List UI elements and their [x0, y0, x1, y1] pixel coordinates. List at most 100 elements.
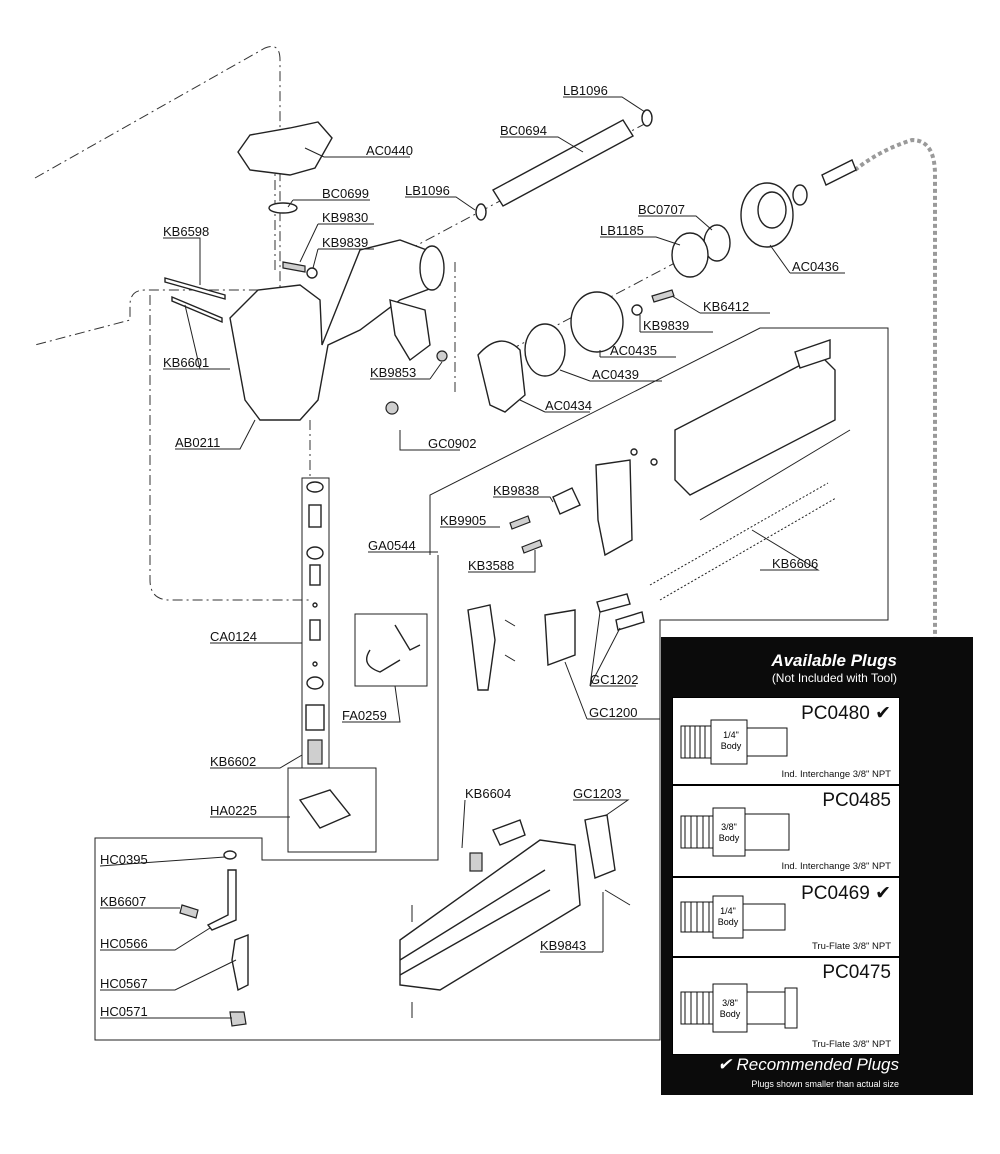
- label-kb9839-b: KB9839: [643, 318, 689, 333]
- kb9843-pin: [604, 889, 631, 906]
- lb1185-oring: [671, 232, 709, 278]
- kb6601-pin: [171, 295, 223, 324]
- ha0225-part: [298, 789, 352, 829]
- outline-dash: [34, 46, 281, 346]
- plug-card-pc0485: 3/8" Body PC0485 Ind. Interchange 3/8" N…: [672, 785, 900, 877]
- latch-pin-2: [504, 654, 516, 662]
- lb1096-oring-a: [641, 109, 653, 127]
- plug-pc0480-body-1: 1/4": [723, 730, 739, 740]
- ha0225-box: [287, 767, 377, 853]
- air-fitting: [821, 159, 857, 186]
- plug-card-pc0475: 3/8" Body PC0475 Tru-Flate 3/8" NPT: [672, 957, 900, 1055]
- plug-pc0485-body-2: Body: [719, 833, 740, 843]
- cap-oring: [792, 184, 808, 206]
- plug-description: Ind. Interchange 3/8" NPT: [781, 769, 891, 780]
- plug-description: Tru-Flate 3/8" NPT: [811, 941, 891, 952]
- label-ac0435: AC0435: [610, 343, 657, 358]
- kb9838-guide: [552, 487, 581, 515]
- washer-small-2: [650, 458, 658, 466]
- label-ab0211: AB0211: [175, 435, 220, 450]
- label-lb1185: LB1185: [600, 223, 644, 238]
- ac0439-gasket: [524, 323, 566, 377]
- ca0124-column: [305, 481, 325, 765]
- ac0435-plate: [570, 291, 624, 353]
- label-ac0440: AC0440: [366, 143, 413, 158]
- gc0902-nut: [385, 401, 399, 415]
- plugs-title: Available Plugs: [771, 651, 897, 670]
- ac0434-exhaust: [477, 340, 526, 413]
- ga0544-rail-top: [794, 339, 831, 369]
- label-kb6606: KB6606: [772, 556, 818, 571]
- plug-pc0480-drawing: 1/4" Body: [680, 719, 788, 765]
- label-ga0544: GA0544: [368, 538, 416, 553]
- kb6607-screw: [179, 904, 199, 919]
- label-gc0902: GC0902: [428, 436, 476, 451]
- label-kb9843: KB9843: [540, 938, 586, 953]
- plug-pc0475-drawing: 3/8" Body: [680, 983, 798, 1033]
- label-kb6598: KB6598: [163, 224, 209, 239]
- plug-pc0485-drawing: 3/8" Body: [680, 807, 790, 857]
- bc0694-tube: [492, 119, 634, 207]
- ga0544-box: [94, 327, 889, 1041]
- bc0699-washer: [268, 202, 298, 214]
- label-hc0567: HC0567: [100, 976, 148, 991]
- label-kb6412: KB6412: [703, 299, 749, 314]
- plugs-subtitle: (Not Included with Tool): [771, 671, 897, 685]
- label-kb3588: KB3588: [468, 558, 514, 573]
- ac0436-cap-inner: [757, 191, 787, 229]
- recommended-check-icon: ✔: [875, 883, 891, 904]
- label-kb9838: KB9838: [493, 483, 539, 498]
- lower-magazine: [399, 839, 581, 991]
- plug-pc0480-body-2: Body: [721, 741, 742, 751]
- gc1202-pin-2: [615, 611, 645, 631]
- latch: [467, 604, 496, 691]
- latch-pin-1: [504, 619, 516, 627]
- label-ac0434: AC0434: [545, 398, 592, 413]
- ga0544-rail: [674, 354, 836, 496]
- plug-card-pc0480: 1/4" Body PC0480 ✔ Ind. Interchange 3/8"…: [672, 697, 900, 785]
- label-gc1200: GC1200: [589, 705, 637, 720]
- label-lb1096-a: LB1096: [563, 83, 608, 98]
- fa0259-clip: [366, 624, 421, 673]
- label-kb6604: KB6604: [465, 786, 511, 801]
- label-ac0436: AC0436: [792, 259, 839, 274]
- hose-line: [853, 137, 937, 970]
- label-kb6602: KB6602: [210, 754, 256, 769]
- plug-pc0475-body-2: Body: [720, 1009, 741, 1019]
- kb6604-block: [492, 819, 526, 846]
- fa0259-box: [354, 613, 428, 687]
- available-plugs-panel: Available Plugs (Not Included with Tool)…: [661, 637, 973, 1095]
- plug-number: PC0485: [822, 790, 891, 811]
- size-note: Plugs shown smaller than actual size: [751, 1079, 899, 1089]
- plugs-header: Available Plugs (Not Included with Tool): [771, 651, 897, 685]
- label-kb9830: KB9830: [322, 210, 368, 225]
- plug-number: PC0475: [822, 962, 891, 983]
- kb6412-screw: [651, 289, 675, 303]
- lb1096-oring-b: [475, 203, 487, 221]
- ac0440-gasket: [237, 121, 333, 176]
- label-fa0259: FA0259: [342, 708, 387, 723]
- gc1203-plate: [584, 814, 616, 879]
- label-hc0566: HC0566: [100, 936, 148, 951]
- kb9830-screw: [282, 261, 306, 273]
- body-rear-opening: [419, 245, 445, 291]
- plug-description: Tru-Flate 3/8" NPT: [811, 1039, 891, 1050]
- leader-lines: [99, 96, 845, 1019]
- rod: [699, 429, 851, 521]
- label-kb6607: KB6607: [100, 894, 146, 909]
- kb9839-washer: [306, 267, 318, 279]
- recommended-check-icon: ✔: [875, 703, 891, 724]
- plug-pc0485-body-1: 3/8": [721, 822, 737, 832]
- label-kb9853: KB9853: [370, 365, 416, 380]
- label-bc0694: BC0694: [500, 123, 547, 138]
- hc0567-link: [231, 933, 249, 992]
- plug-card-pc0469: 1/4" Body PC0469 ✔ Tru-Flate 3/8" NPT: [672, 877, 900, 957]
- plug-pc0469-drawing: 1/4" Body: [680, 895, 786, 939]
- axis-line-3: [407, 119, 653, 251]
- kb9905-screw: [509, 515, 531, 530]
- label-gc1202: GC1202: [590, 672, 638, 687]
- hc0395-cap: [223, 850, 237, 860]
- kb6604-spring: [469, 852, 483, 872]
- gc1200-bracket: [544, 609, 576, 666]
